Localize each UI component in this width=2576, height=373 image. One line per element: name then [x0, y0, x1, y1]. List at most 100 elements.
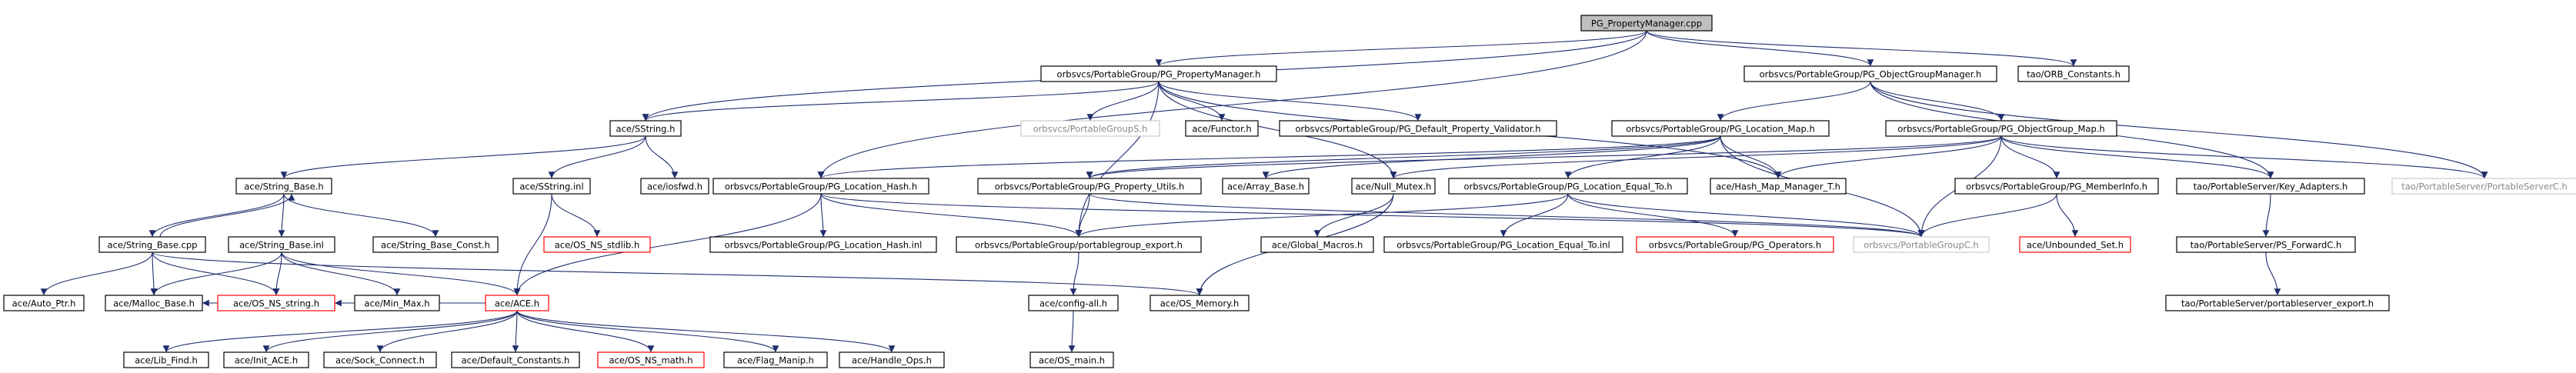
node-label: ace/Hash_Map_Manager_T.h [1716, 182, 1840, 192]
node-osmemory_h[interactable]: ace/OS_Memory.h [1150, 295, 1250, 311]
node-label: orbsvcs/PortableGroupS.h [1033, 124, 1148, 135]
edge-ace_h-to-libfind_h [162, 310, 518, 353]
edge-ace_h-to-flagmanip_h [516, 310, 779, 353]
node-label: ace/String_Base.h [244, 182, 323, 192]
node-label: ace/config-all.h [1039, 298, 1107, 309]
node-mallocbase_h[interactable]: ace/Malloc_Base.h [105, 295, 203, 311]
node-psexport_h[interactable]: tao/PortableServer/portableserver_export… [2165, 295, 2390, 311]
node-pglh_inl[interactable]: orbsvcs/PortableGroup/PG_Location_Hash.i… [709, 236, 937, 253]
node-unbset_h[interactable]: ace/Unbounded_Set.h [2019, 236, 2131, 253]
node-box [123, 351, 209, 368]
node-pgops_h[interactable]: orbsvcs/PortableGroup/PG_Operators.h [1636, 236, 1834, 253]
node-box [217, 295, 335, 311]
node-pgogm_h[interactable]: orbsvcs/PortableGroup/PG_ObjectGroupMana… [1743, 65, 1997, 82]
edge-strbase_inl-to-mallocbase_h [150, 251, 282, 296]
edge-pgogm_h-to-psc_h [1870, 81, 2488, 179]
node-pgpm_h[interactable]: orbsvcs/PortableGroup/PG_PropertyManager… [1040, 65, 1277, 82]
edge-pgogmap_h-to-hmmt_h [1774, 135, 2002, 179]
edge-ace_h-to-sockconnect_h [376, 310, 518, 353]
node-sockconnect_h[interactable]: ace/Sock_Connect.h [323, 351, 437, 368]
node-pgpu_h[interactable]: orbsvcs/PortableGroup/PG_Property_Utils.… [977, 178, 1202, 195]
edge-sstring_h-to-sstring_inl [548, 135, 646, 179]
node-pgs_h: orbsvcs/PortableGroupS.h [1020, 120, 1160, 137]
node-functor_h[interactable]: ace/Functor.h [1185, 120, 1259, 137]
node-configall_h[interactable]: ace/config-all.h [1028, 295, 1119, 311]
node-label: ace/Malloc_Base.h [113, 298, 195, 309]
node-pgmi_h[interactable]: orbsvcs/PortableGroup/PG_MemberInfo.h [1954, 178, 2159, 195]
node-hmmt_h[interactable]: ace/Hash_Map_Manager_T.h [1710, 178, 1847, 195]
node-box [723, 351, 828, 368]
node-label: orbsvcs/PortableGroup/PG_PropertyManager… [1057, 69, 1261, 80]
node-arrbase_h[interactable]: ace/Array_Base.h [1222, 178, 1310, 195]
node-label: ace/Sock_Connect.h [335, 355, 425, 366]
node-label: orbsvcs/PortableGroupC.h [1864, 240, 1978, 251]
edge-strbase_cpp-to-osmemory_h [152, 251, 1203, 296]
node-box [2019, 236, 2131, 253]
node-label: ace/OS_NS_math.h [609, 355, 692, 366]
node-osnsstdlib_h[interactable]: ace/OS_NS_stdlib.h [543, 236, 651, 253]
node-box [977, 178, 1202, 195]
node-box [1580, 15, 1713, 32]
node-pgexport_h[interactable]: orbsvcs/PortableGroup/portablegroup_expo… [956, 236, 1202, 253]
node-strbaseconst_h[interactable]: ace/String_Base_Const.h [372, 236, 499, 253]
node-box [1710, 178, 1847, 195]
node-pgogmap_h[interactable]: orbsvcs/PortableGroup/PG_ObjectGroup_Map… [1885, 120, 2117, 137]
node-sstring_inl[interactable]: ace/SString.inl [512, 178, 591, 195]
edge-strbase_h-to-strbase_cpp [148, 193, 285, 238]
node-box [1351, 178, 1436, 195]
node-osnsmath_h[interactable]: ace/OS_NS_math.h [597, 351, 705, 368]
node-orb_const[interactable]: tao/ORB_Constants.h [2017, 65, 2130, 82]
edge-strbase_h-to-strbase_inl [278, 193, 285, 238]
node-box [1885, 120, 2117, 137]
node-strbase_inl[interactable]: ace/String_Base.inl [228, 236, 335, 253]
node-strbase_cpp[interactable]: ace/String_Base.cpp [98, 236, 206, 253]
edge-pgpm_h-to-functor_h [1158, 81, 1226, 122]
node-box [372, 236, 499, 253]
node-ace_h[interactable]: ace/ACE.h [485, 295, 549, 311]
node-box [2176, 236, 2356, 253]
node-strbase_h[interactable]: ace/String_Base.h [235, 178, 332, 195]
edge-ace_h-to-handleops_h [516, 310, 896, 353]
node-pgdpv_h[interactable]: orbsvcs/PortableGroup/PG_Default_Propert… [1279, 120, 1557, 137]
node-box [1636, 236, 1834, 253]
node-osmain_h[interactable]: ace/OS_main.h [1029, 351, 1114, 368]
edge-pgpm_h-to-pgexport_h [1075, 81, 1160, 238]
node-label: orbsvcs/PortableGroup/PG_Location_Hash.h [725, 182, 917, 192]
node-box [1028, 295, 1119, 311]
edge-pglh_h-to-pglh_inl [819, 193, 827, 238]
node-psfwd_h[interactable]: tao/PortableServer/PS_ForwardC.h [2176, 236, 2356, 253]
edge-root-to-pglh_h [817, 30, 1647, 179]
node-pglm_h[interactable]: orbsvcs/PortableGroup/PG_Location_Map.h [1611, 120, 1830, 137]
node-box [451, 351, 580, 368]
node-osnsstring_h[interactable]: ace/OS_NS_string.h [217, 295, 335, 311]
edge-pgogm_h-to-pgogmap_h [1870, 81, 2005, 122]
edge-ace_h-to-osnsmath_h [516, 310, 655, 353]
node-label: ace/Flag_Manip.h [737, 355, 814, 366]
node-globalmacros_h[interactable]: ace/Global_Macros.h [1260, 236, 1374, 253]
node-pglet_inl[interactable]: orbsvcs/PortableGroup/PG_Location_Equal_… [1383, 236, 1623, 253]
node-libfind_h[interactable]: ace/Lib_Find.h [123, 351, 209, 368]
edge-keyadapt_h-to-psfwd_h [2262, 193, 2271, 238]
node-box [1611, 120, 1830, 137]
edge-strbase_cpp-to-osnsstring_h [152, 251, 280, 296]
node-pglh_h[interactable]: orbsvcs/PortableGroup/PG_Location_Hash.h [712, 178, 929, 195]
node-initace_h[interactable]: ace/Init_ACE.h [223, 351, 309, 368]
node-keyadapt_h[interactable]: tao/PortableServer/Key_Adapters.h [2176, 178, 2365, 195]
node-nullmutex_h[interactable]: ace/Null_Mutex.h [1351, 178, 1436, 195]
node-box [1743, 65, 1997, 82]
node-flagmanip_h[interactable]: ace/Flag_Manip.h [723, 351, 828, 368]
node-handleops_h[interactable]: ace/Handle_Ops.h [839, 351, 945, 368]
node-label: ace/Init_ACE.h [235, 355, 298, 366]
node-iosfwd_h[interactable]: ace/iosfwd.h [640, 178, 709, 195]
node-defconst_h[interactable]: ace/Default_Constants.h [451, 351, 580, 368]
node-minmax_h[interactable]: ace/Min_Max.h [354, 295, 440, 311]
node-pglet_h[interactable]: orbsvcs/PortableGroup/PG_Location_Equal_… [1448, 178, 1688, 195]
node-box [1853, 236, 1990, 253]
node-autoptr_h[interactable]: ace/Auto_Ptr.h [3, 295, 85, 311]
edge-pglet_h-to-pgops_h [1567, 193, 1739, 238]
node-sstring_h[interactable]: ace/SString.h [609, 120, 682, 137]
node-root[interactable]: PG_PropertyManager.cpp [1580, 15, 1713, 32]
edge-pgpu_h-to-pgexport_h [1075, 193, 1090, 238]
edge-strbase_inl-to-osnsstring_h [272, 251, 282, 296]
node-label: ace/Lib_Find.h [135, 355, 197, 366]
